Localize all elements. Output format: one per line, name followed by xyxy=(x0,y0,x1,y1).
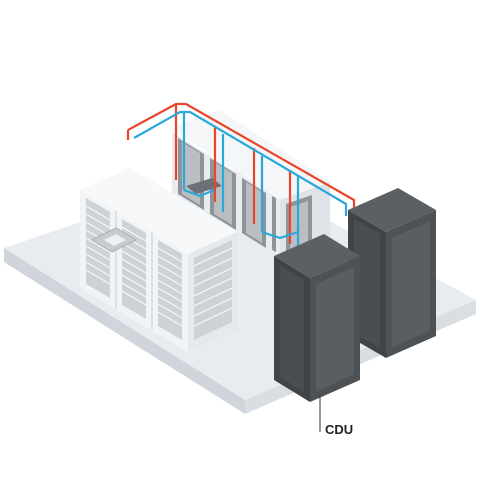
cdu-cabinet-front xyxy=(274,234,360,402)
cold-pipe xyxy=(133,110,348,250)
cdu-label: CDU xyxy=(325,422,353,437)
cooling-pipe-loop xyxy=(126,102,356,250)
cdu-cabinet-rear xyxy=(348,188,436,358)
cdu-callout: CDU xyxy=(319,396,353,437)
hot-pipe xyxy=(126,102,356,244)
front-cooling-units xyxy=(80,168,238,352)
